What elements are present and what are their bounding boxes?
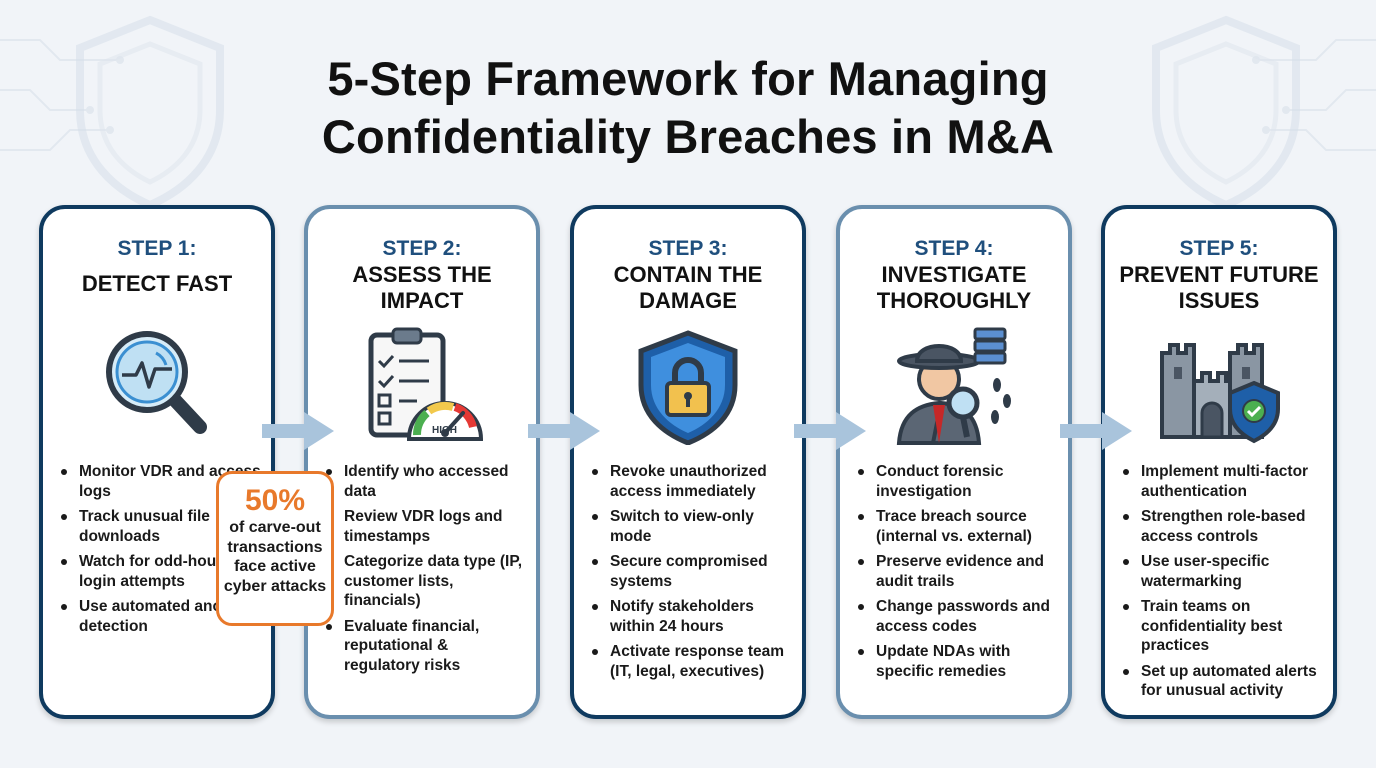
circuit-background-pattern [0, 39, 1376, 151]
step-bullet-list: Monitor VDR and access logs Track unusua… [59, 462, 261, 642]
list-item: Notify stakeholders within 24 hours [590, 597, 792, 636]
list-item: Revoke unauthorized access immediately [590, 462, 792, 501]
step-title: CONTAIN THE DAMAGE [613, 262, 763, 313]
arrow-right-icon [794, 412, 866, 450]
list-item: Implement multi-factor authentication [1121, 462, 1323, 501]
list-item: Watch for odd-hour login attempts [59, 552, 261, 591]
list-item: Use automated anomaly detection [59, 597, 261, 636]
list-item: Categorize data type (IP, customer lists… [324, 552, 526, 611]
step-label: STEP 3: [648, 237, 728, 260]
list-item: Switch to view-only mode [590, 507, 792, 546]
list-item: Conduct forensic investigation [856, 462, 1058, 501]
list-item: Monitor VDR and access logs [59, 462, 261, 501]
list-item: Track unusual file downloads [59, 507, 261, 546]
step-title: ASSESS THE IMPACT [352, 262, 492, 313]
castle-shield-icon [1160, 343, 1280, 444]
arrow-right-icon [528, 412, 600, 450]
clipboard-gauge-icon [368, 327, 484, 441]
list-item: Preserve evidence and audit trails [856, 552, 1058, 591]
title-line-2: Confidentiality Breaches in M&A [321, 110, 1055, 163]
list-item: Train teams on confidentiality best prac… [1121, 597, 1323, 656]
step-card-1: STEP 1: DETECT FAST Monitor VDR and acce… [39, 205, 275, 719]
shield-lock-icon [638, 330, 738, 445]
step-card-3: STEP 3: CONTAIN THE DAMAGE Revoke unauth… [570, 205, 806, 719]
step-bullet-list: Revoke unauthorized access immediately S… [590, 462, 792, 687]
step-card-5: STEP 5: PREVENT FUTURE ISSUES Implement … [1101, 205, 1337, 719]
step-label: STEP 2: [382, 237, 462, 260]
list-item: Evaluate financial, reputational & regul… [324, 617, 526, 676]
step-title: DETECT FAST [81, 271, 233, 296]
stat-value: 50% [244, 484, 306, 517]
list-item: Set up automated alerts for unusual acti… [1121, 662, 1323, 701]
list-item: Strengthen role-based access controls [1121, 507, 1323, 546]
step-label: STEP 1: [117, 237, 197, 260]
step-title: INVESTIGATE THOROUGHLY [876, 262, 1032, 313]
list-item: Review VDR logs and timestamps [324, 507, 526, 546]
step-label: STEP 5: [1179, 237, 1259, 260]
gauge-label: HIGH [432, 425, 457, 436]
list-item: Update NDAs with specific remedies [856, 642, 1058, 681]
step-bullet-list: Conduct forensic investigation Trace bre… [856, 462, 1058, 687]
stat-callout: 50% of carve-out transactions face activ… [216, 471, 334, 626]
list-item: Trace breach source (internal vs. extern… [856, 507, 1058, 546]
list-item: Secure compromised systems [590, 552, 792, 591]
step-card-4: STEP 4: INVESTIGATE THOROUGHLY Conduct f… [836, 205, 1072, 719]
list-item: Change passwords and access codes [856, 597, 1058, 636]
arrow-right-icon [1060, 412, 1132, 450]
step-bullet-list: Identify who accessed data Review VDR lo… [324, 462, 526, 681]
title-line-1: 5-Step Framework for Managing [327, 52, 1049, 105]
step-title: PREVENT FUTURE ISSUES [1119, 262, 1319, 313]
detective-icon [896, 327, 1011, 445]
stat-text: of carve-out transactions face active cy… [223, 519, 327, 595]
magnifying-glass-icon [106, 331, 207, 434]
list-item: Activate response team (IT, legal, execu… [590, 642, 792, 681]
list-item: Use user-specific watermarking [1121, 552, 1323, 591]
page-title: 5-Step Framework for Managing Confidenti… [0, 50, 1376, 166]
arrow-right-icon [262, 412, 334, 450]
list-item: Identify who accessed data [324, 462, 526, 501]
step-bullet-list: Implement multi-factor authentication St… [1121, 462, 1323, 707]
step-label: STEP 4: [914, 237, 994, 260]
step-card-2: STEP 2: ASSESS THE IMPACT HIGH Identify … [304, 205, 540, 719]
